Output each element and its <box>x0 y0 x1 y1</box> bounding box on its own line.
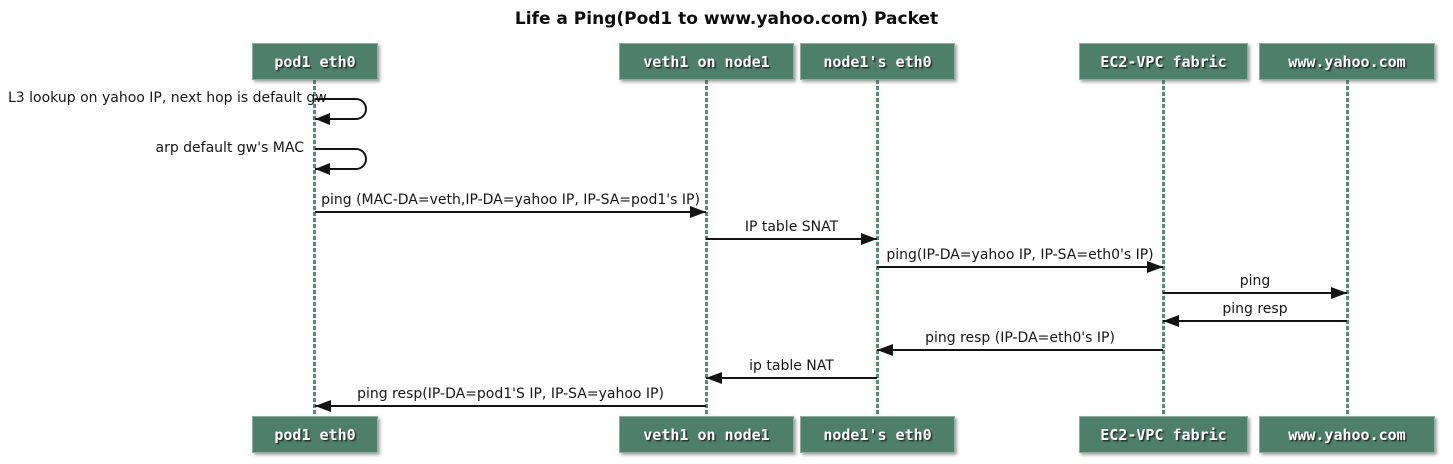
arrowhead-right-icon <box>690 206 706 218</box>
message-label: ping(IP-DA=yahoo IP, IP-SA=eth0's IP) <box>886 247 1154 263</box>
message-ping-snat: ping(IP-DA=yahoo IP, IP-SA=eth0's IP) <box>877 246 1163 274</box>
participant-label: veth1 on node1 <box>643 52 770 71</box>
message-line <box>1163 320 1347 322</box>
message-label: ip table NAT <box>749 358 834 374</box>
participant-bottom-veth1-on-node1: veth1 on node1 <box>619 416 794 453</box>
participant-label: www.yahoo.com <box>1288 425 1406 444</box>
lifeline-www-yahoo-com <box>1346 80 1349 416</box>
self-message-l3-lookup: L3 lookup on yahoo IP, next hop is defau… <box>8 89 370 131</box>
self-message-arp-default-gw: arp default gw's MAC <box>8 139 370 181</box>
participant-label: node1's eth0 <box>823 425 932 444</box>
lifeline-veth1-on-node1 <box>705 80 708 416</box>
participant-bottom-www-yahoo-com: www.yahoo.com <box>1259 416 1435 453</box>
lifeline-pod1-eth0 <box>313 80 316 416</box>
participant-bottom-node1s-eth0: node1's eth0 <box>800 416 955 453</box>
message-line <box>877 266 1163 268</box>
participant-label: www.yahoo.com <box>1288 52 1406 71</box>
arrowhead-left-icon <box>315 400 331 412</box>
message-ip-table-snat: IP table SNAT <box>706 218 877 246</box>
message-label: arp default gw's MAC <box>155 140 305 156</box>
participant-bottom-pod1-eth0: pod1 eth0 <box>252 416 378 453</box>
participant-top-www-yahoo-com: www.yahoo.com <box>1259 43 1435 80</box>
message-ping-resp: ping resp <box>1163 300 1347 328</box>
message-ping-request: ping (MAC-DA=veth,IP-DA=yahoo IP, IP-SA=… <box>315 191 706 219</box>
message-ping-resp-eth0: ping resp (IP-DA=eth0's IP) <box>877 329 1163 357</box>
participant-label: pod1 eth0 <box>274 425 356 444</box>
message-line <box>1163 292 1347 294</box>
arrowhead-right-icon <box>1331 287 1347 299</box>
message-label: ping resp(IP-DA=pod1'S IP, IP-SA=yahoo I… <box>357 386 664 402</box>
participant-label: EC2-VPC fabric <box>1100 425 1227 444</box>
message-line <box>315 405 706 407</box>
message-line <box>315 211 706 213</box>
arrowhead-left-icon <box>877 344 893 356</box>
participant-top-node1s-eth0: node1's eth0 <box>800 43 955 80</box>
message-label: ping (MAC-DA=veth,IP-DA=yahoo IP, IP-SA=… <box>321 192 700 208</box>
participant-label: veth1 on node1 <box>643 425 770 444</box>
participant-label: pod1 eth0 <box>274 52 356 71</box>
message-line <box>706 377 877 379</box>
message-label: ping <box>1239 273 1271 289</box>
lifeline-ec2-vpc-fabric <box>1162 80 1165 416</box>
message-ping: ping <box>1163 272 1347 300</box>
self-loop-arrow <box>315 98 367 120</box>
participant-bottom-ec2-vpc-fabric: EC2-VPC fabric <box>1079 416 1248 453</box>
diagram-title: Life a Ping(Pod1 to www.yahoo.com) Packe… <box>514 9 939 29</box>
arrowhead-right-icon <box>1147 261 1163 273</box>
message-label: ping resp <box>1222 301 1288 317</box>
arrowhead-right-icon <box>861 233 877 245</box>
arrowhead-left-icon <box>1163 315 1179 327</box>
lifeline-node1s-eth0 <box>876 80 879 416</box>
message-line <box>706 238 877 240</box>
participant-label: EC2-VPC fabric <box>1100 52 1227 71</box>
message-ip-table-nat: ip table NAT <box>706 357 877 385</box>
participant-top-ec2-vpc-fabric: EC2-VPC fabric <box>1079 43 1248 80</box>
message-label: ping resp (IP-DA=eth0's IP) <box>925 330 1115 346</box>
participant-top-pod1-eth0: pod1 eth0 <box>252 43 378 80</box>
arrowhead-left-icon <box>315 163 330 175</box>
message-label: IP table SNAT <box>744 219 839 235</box>
arrowhead-left-icon <box>315 113 330 125</box>
participant-top-veth1-on-node1: veth1 on node1 <box>619 43 794 80</box>
self-loop-arrow <box>315 148 367 170</box>
message-label: L3 lookup on yahoo IP, next hop is defau… <box>8 90 327 106</box>
message-line <box>877 349 1163 351</box>
participant-label: node1's eth0 <box>823 52 932 71</box>
arrowhead-left-icon <box>706 372 722 384</box>
message-ping-resp-pod1: ping resp(IP-DA=pod1'S IP, IP-SA=yahoo I… <box>315 385 706 413</box>
